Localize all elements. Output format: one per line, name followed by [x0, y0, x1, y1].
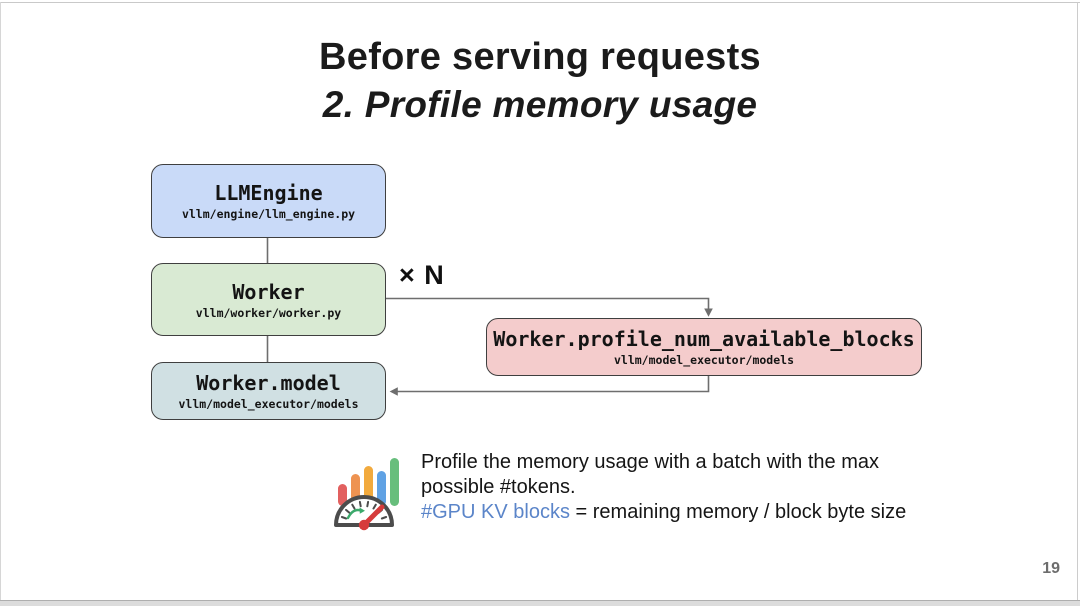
gpu-kv-blocks-highlight: #GPU KV blocks [421, 501, 570, 523]
slide-border-top [0, 2, 1080, 3]
box-title: Worker.model [196, 371, 341, 395]
diagram-box-profile-num-available-blocks: Worker.profile_num_available_blocks vllm… [486, 318, 922, 376]
box-title: Worker [232, 279, 305, 304]
note-text: Profile the memory usage with a batch wi… [421, 450, 981, 525]
note-line-3-rest: = remaining memory / block byte size [569, 501, 907, 523]
box-file-path: vllm/worker/worker.py [195, 305, 342, 320]
box-title: LLMEngine [214, 181, 323, 205]
page-number: 19 [1042, 560, 1060, 577]
note-line-1: Profile the memory usage with a batch wi… [421, 451, 879, 473]
diagram-box-worker: Worker vllm/worker/worker.py [151, 263, 386, 336]
slide-border-right [1077, 2, 1078, 600]
title-block: Before serving requests 2. Profile memor… [0, 34, 1080, 128]
benchmark-gauge-icon [334, 458, 399, 531]
box-file-path: vllm/model_executor/models [178, 397, 359, 411]
note-line-2: possible #tokens. [421, 476, 576, 498]
slide-border-bottom [0, 600, 1080, 606]
diagram-box-llm-engine: LLMEngine vllm/engine/llm_engine.py [151, 164, 386, 238]
slide-subtitle: 2. Profile memory usage [322, 84, 758, 125]
diagram-box-worker-model: Worker.model vllm/model_executor/models [151, 362, 386, 420]
multiplier-label: × N [399, 260, 445, 290]
note-line-3: #GPU KV blocks = remaining memory / bloc… [421, 500, 981, 525]
box-title: Worker.profile_num_available_blocks [493, 327, 915, 351]
box-file-path: vllm/engine/llm_engine.py [181, 207, 356, 221]
slide-border-left [0, 2, 1, 600]
box-file-path: vllm/model_executor/models [613, 353, 794, 367]
slide-title: Before serving requests [319, 36, 761, 78]
